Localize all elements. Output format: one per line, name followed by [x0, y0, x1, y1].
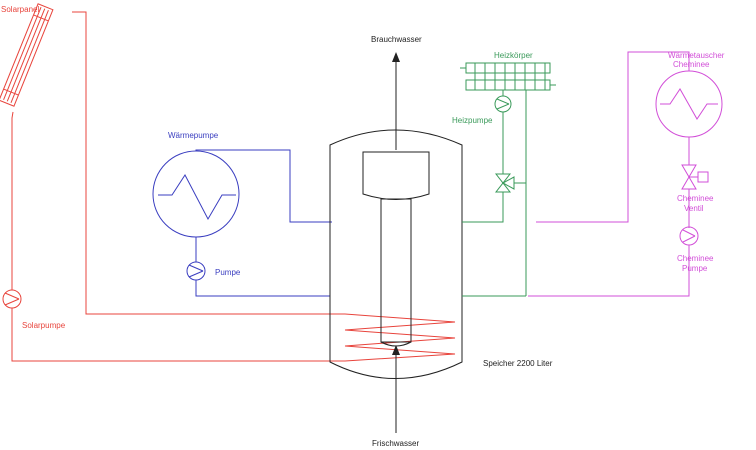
label-waermepumpe: Wärmepumpe — [168, 131, 219, 140]
heating-circuit — [460, 62, 556, 297]
fireplace-pump — [679, 226, 699, 246]
solar-pipe-return — [11, 308, 345, 362]
label-solarpanel: Solarpanel — [1, 5, 39, 14]
fireplace-pipe-supply — [536, 51, 690, 223]
storage-tank — [329, 52, 463, 433]
tank-upper-chamber — [362, 151, 430, 200]
tank-inner-pipe — [380, 198, 412, 343]
label-cheminee-ventil-2: Ventil — [684, 204, 704, 213]
heatpump-pipe-top — [195, 149, 332, 223]
label-waermetauscher-2: Cheminee — [673, 60, 710, 69]
label-heizpumpe: Heizpumpe — [452, 116, 493, 125]
cold-water-arrow — [392, 345, 400, 355]
heatpump-pipe-bottom — [195, 280, 330, 297]
label-solarpumpe: Solarpumpe — [22, 321, 66, 330]
label-speicher: Speicher 2200 Liter — [483, 359, 553, 368]
solar-pipe-down — [11, 111, 14, 290]
tank-outline — [329, 129, 463, 379]
hot-water-arrow — [392, 52, 400, 62]
label-waermetauscher-1: Wärmetauscher — [668, 51, 725, 60]
label-frischwasser: Frischwasser — [372, 439, 419, 448]
solar-circuit — [0, 3, 456, 362]
heating-pipe-supply — [462, 192, 504, 223]
radiator — [460, 62, 556, 91]
fireplace-valve — [681, 164, 709, 190]
fireplace-coil-icon — [660, 88, 718, 120]
label-pumpe: Pumpe — [215, 268, 241, 277]
label-cheminee-pumpe-1: Cheminee — [677, 254, 714, 263]
heatpump-exchanger — [152, 150, 240, 238]
heatpump-circuit — [152, 149, 332, 297]
label-cheminee-ventil-1: Cheminee — [677, 194, 714, 203]
label-cheminee-pumpe-2: Pumpe — [682, 264, 708, 273]
solar-panel — [0, 3, 54, 107]
fireplace-pipe-return — [528, 245, 690, 297]
solar-pipe-supply — [72, 11, 345, 315]
heatpump-coil-icon — [158, 174, 236, 221]
tank-solar-coil — [344, 313, 456, 362]
label-heizkoerper: Heizkörper — [494, 51, 533, 60]
fireplace-circuit — [528, 51, 723, 297]
label-brauchwasser: Brauchwasser — [371, 35, 422, 44]
heating-mixing-valve — [494, 173, 515, 193]
